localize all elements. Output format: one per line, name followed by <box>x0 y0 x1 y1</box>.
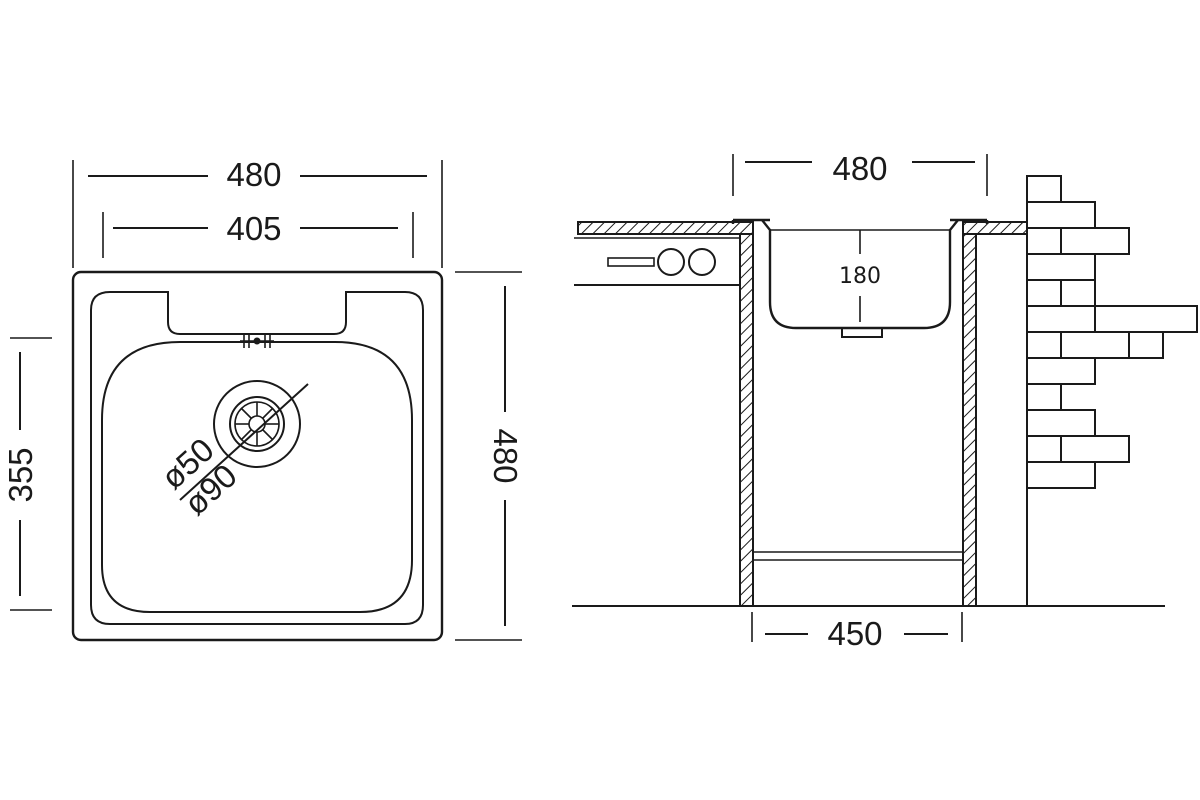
sink-bowl <box>101 341 413 613</box>
dimension-side-width: 480 <box>745 150 975 187</box>
sink-inner-rim <box>90 291 424 625</box>
drain-icon <box>213 380 301 468</box>
dimension-bowl-height: 180 <box>839 230 881 322</box>
top-view: 480 405 355 480 <box>2 156 524 642</box>
appliance-knob-icon <box>688 248 716 276</box>
dimension-label-side-width: 480 <box>832 150 887 187</box>
dimension-bowl-depth: 355 <box>2 352 39 596</box>
dimension-label-overall-width: 480 <box>226 156 281 193</box>
side-view: 480 450 180 <box>572 150 1198 652</box>
appliance-display-icon <box>607 257 655 267</box>
dimension-label-overall-depth: 480 <box>487 428 524 483</box>
faucet-hole-mark-icon <box>240 334 274 348</box>
dimension-label-bowl-height: 180 <box>839 264 881 289</box>
drain-stub-icon <box>841 327 883 338</box>
dimension-inner-width: 405 <box>113 210 398 247</box>
dimension-label-bowl-depth: 355 <box>2 447 39 502</box>
sink-flange <box>731 218 989 224</box>
countertop-left <box>577 221 754 235</box>
dimension-label-cabinet-width: 450 <box>827 615 882 652</box>
brick-wall <box>1026 175 1198 489</box>
sink-outer-rim <box>71 270 444 642</box>
countertop-right <box>962 221 1028 235</box>
dimension-overall-width: 480 <box>88 156 427 193</box>
appliance-knob-icon <box>657 248 685 276</box>
cabinet-wall-left <box>739 233 754 607</box>
dimension-cabinet-width: 450 <box>765 615 948 652</box>
cabinet-wall-right <box>962 233 977 607</box>
dimension-label-inner-width: 405 <box>226 210 281 247</box>
dimension-overall-depth: 480 <box>487 286 524 626</box>
